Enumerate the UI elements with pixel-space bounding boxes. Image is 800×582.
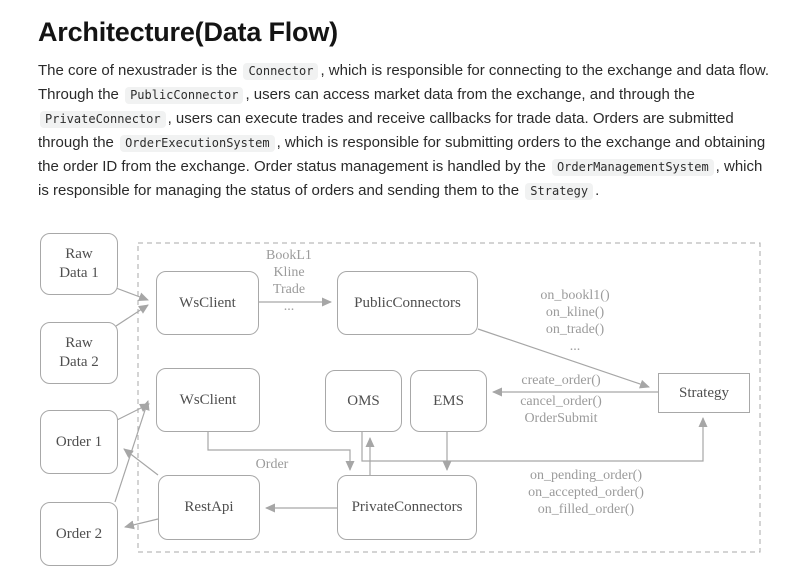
- edge-publicconnectors-strategy: [477, 328, 650, 389]
- node-restapi: RestApi: [158, 475, 260, 540]
- intro-paragraph: The core of nexustrader is the Connector…: [38, 59, 770, 203]
- edge-rawdata1-wsclient: [115, 287, 149, 302]
- paragraph-text: , which is responsible for managing the …: [38, 158, 763, 199]
- node-oms: OMS: [325, 370, 402, 432]
- inline-code-publicconnector: PublicConnector: [125, 87, 244, 104]
- inline-code-connector: Connector: [243, 63, 319, 80]
- dashed-boundary: [137, 242, 761, 553]
- node-ems: EMS: [410, 370, 487, 432]
- node-raw-data-1: Raw Data 1: [40, 233, 118, 295]
- edge-label-status-callbacks: on_pending_order() on_accepted_order() o…: [528, 468, 644, 517]
- inline-code-ordermanagementsystem: OrderManagementSystem: [551, 159, 714, 176]
- node-strategy: Strategy: [658, 373, 750, 413]
- node-raw-data-2: Raw Data 2: [40, 322, 118, 384]
- inline-code-privateconnector: PrivateConnector: [40, 111, 166, 128]
- inline-code-orderexecutionsystem: OrderExecutionSystem: [120, 135, 275, 152]
- node-wsclient-private: WsClient: [156, 368, 260, 432]
- paragraph-text: The core of nexustrader is the: [38, 62, 242, 79]
- paragraph-text: , which is responsible for submitting or…: [38, 134, 766, 175]
- node-order-1: Order 1: [40, 410, 118, 474]
- paragraph-text: , which is responsible for connecting to…: [38, 62, 770, 103]
- node-private-connectors: PrivateConnectors: [337, 475, 477, 540]
- paragraph-text: , users can execute trades and receive c…: [38, 110, 734, 151]
- paragraph-text: , users can access market data from the …: [245, 86, 695, 103]
- edge-wsclient-privateconnectors-order: [207, 432, 355, 471]
- edge-order2-wsclient: [114, 400, 150, 503]
- edge-oms-strategy: [361, 417, 708, 462]
- node-public-connectors: PublicConnectors: [337, 271, 478, 335]
- edge-restapi-order1: [123, 448, 159, 476]
- architecture-diagram: Raw Data 1 Raw Data 2 Order 1 Order 2 Ws…: [0, 230, 800, 582]
- edge-restapi-order2: [124, 518, 159, 530]
- edge-label-order: Order: [255, 457, 289, 472]
- edge-rawdata2-wsclient: [115, 304, 149, 327]
- node-wsclient-public: WsClient: [156, 271, 259, 335]
- edge-label-market-callbacks: on_bookl1() on_kline() on_trade() ...: [540, 288, 610, 354]
- paragraph-text: .: [595, 182, 600, 199]
- edge-label-market-stream: BookL1 Kline Trade ...: [266, 248, 312, 314]
- inline-code-strategy: Strategy: [525, 183, 594, 200]
- node-order-2: Order 2: [40, 502, 118, 566]
- edge-label-create-order: create_order(): [521, 373, 601, 388]
- edge-label-cancel-order-submit: cancel_order() OrderSubmit: [520, 394, 602, 426]
- diagram-edges: [114, 242, 761, 553]
- page-title: Architecture(Data Flow): [38, 17, 338, 47]
